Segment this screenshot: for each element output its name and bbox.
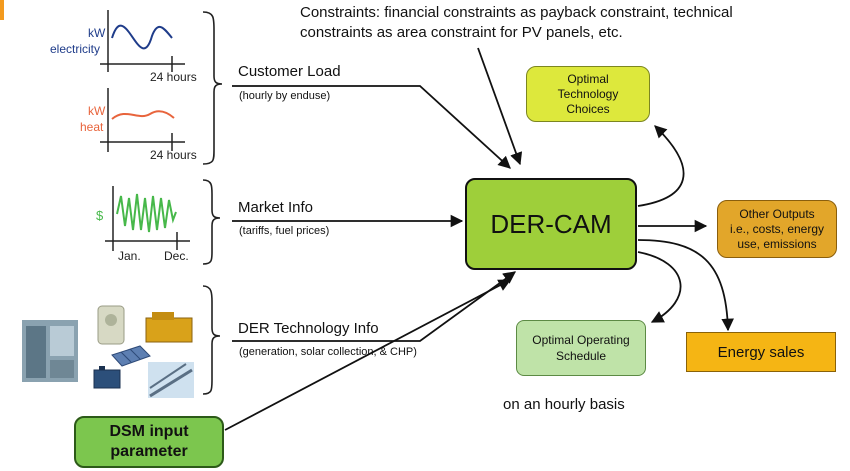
schedule-arrow: [637, 251, 682, 323]
market-info-title: Market Info: [238, 199, 314, 216]
market-unit-label: $: [96, 208, 104, 223]
market-start-label: Jan.: [118, 249, 141, 263]
electricity-unit-label: kW: [88, 26, 106, 40]
constraints-line-1: Constraints: financial constraints as pa…: [300, 4, 733, 21]
energy-sales-label: Energy sales: [717, 343, 805, 361]
optimal-tech-arrow: [637, 125, 685, 207]
market-price-chart: [105, 186, 190, 251]
generator-icon: [145, 312, 193, 343]
market-info-brace: [202, 179, 221, 265]
customer-load-title: Customer Load: [238, 63, 341, 80]
der-cam-box: DER-CAM: [465, 178, 637, 270]
der-cam-label: DER-CAM: [490, 208, 612, 239]
heat-chart: [100, 88, 185, 152]
electricity-label: electricity: [50, 42, 101, 56]
der-tech-brace: [202, 285, 221, 395]
solar-array-icon: [148, 362, 194, 398]
other-outputs-line-1: Other Outputs: [739, 206, 815, 221]
customer-load-brace: [202, 11, 223, 165]
dsm-input-line-2: parameter: [110, 443, 188, 460]
other-outputs-line-2: i.e., costs, energy: [729, 221, 825, 236]
dsm-arrow: [224, 279, 512, 431]
heat-label: heat: [80, 120, 104, 134]
der-tech-title: DER Technology Info: [238, 320, 379, 337]
optimal-tech-box: Optimal Technology Choices: [526, 66, 650, 122]
other-outputs-line-3: use, emissions: [737, 236, 817, 251]
dsm-input-line-1: DSM input: [109, 423, 189, 440]
electricity-chart: [100, 10, 185, 72]
energy-sales-arrow: [637, 239, 734, 332]
hourly-basis-note: on an hourly basis: [503, 396, 625, 413]
fuel-cell-icon: [97, 305, 125, 345]
battery-icon: [93, 366, 121, 389]
heat-time-label: 24 hours: [150, 148, 197, 162]
constraints-line-2: constraints as area constraint for PV pa…: [300, 24, 623, 41]
corner-accent: [0, 0, 4, 20]
customer-load-subtitle: (hourly by enduse): [239, 90, 331, 102]
electricity-time-label: 24 hours: [150, 70, 197, 84]
energy-sales-box: Energy sales: [686, 332, 836, 372]
constraints-arrow: [477, 47, 523, 166]
equipment-photo-icon: [22, 320, 78, 382]
optimal-schedule-line-1: Optimal Operating: [532, 333, 630, 347]
optimal-tech-line-1: Optimal: [567, 71, 609, 86]
optimal-tech-line-2: Technology: [557, 86, 619, 101]
optimal-schedule-line-2: Schedule: [555, 349, 607, 363]
dsm-input-box: DSM input parameter: [74, 416, 224, 468]
customer-load-arrow: [232, 85, 511, 169]
market-info-subtitle: (tariffs, fuel prices): [239, 225, 330, 237]
optimal-tech-line-3: Choices: [566, 101, 610, 116]
market-end-label: Dec.: [164, 249, 189, 263]
solar-panel-icon: [111, 345, 151, 367]
optimal-schedule-box: Optimal Operating Schedule: [516, 320, 646, 376]
other-outputs-box: Other Outputs i.e., costs, energy use, e…: [717, 200, 837, 258]
der-tech-subtitle: (generation, solar collection, & CHP): [239, 346, 417, 358]
heat-unit-label: kW: [88, 104, 106, 118]
